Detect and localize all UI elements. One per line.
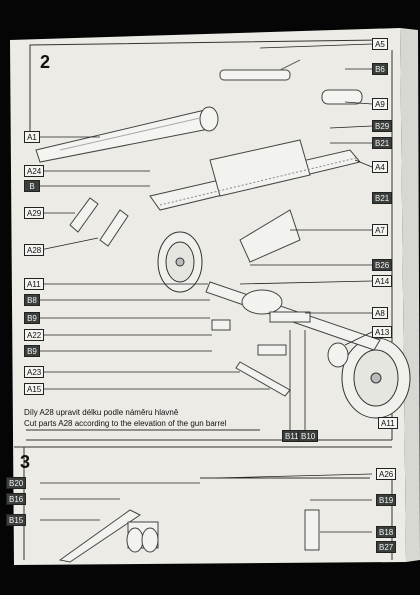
part-label-a24: A24 xyxy=(24,165,45,177)
part-label-b26: B26 xyxy=(372,259,393,271)
leader-lines xyxy=(39,43,373,432)
part-label-a22: A22 xyxy=(24,329,45,341)
part-label-b29: B29 xyxy=(372,120,393,132)
part-label-b6: B6 xyxy=(372,63,388,75)
note-english: Cut parts A28 according to the elevation… xyxy=(24,419,227,428)
part-label-a8: A8 xyxy=(372,307,388,319)
part-label-a29: A29 xyxy=(24,207,45,219)
part-label-a5: A5 xyxy=(372,38,388,50)
step3-leader-lines xyxy=(40,473,373,533)
step3-parts-drawing xyxy=(58,509,320,563)
part-label-a28: A28 xyxy=(24,244,45,256)
part-label-a23: A23 xyxy=(24,366,45,378)
part-label-a14: A14 xyxy=(372,275,393,287)
part-label-b8: B8 xyxy=(24,294,40,306)
part-label-b18: B18 xyxy=(376,526,397,538)
part-label-b27: B27 xyxy=(376,541,397,553)
left-wheel-drawing xyxy=(157,231,203,293)
part-label-b9-top: B9 xyxy=(24,312,40,324)
part-label-b21-top: B21 xyxy=(372,137,393,149)
step-number-2: 2 xyxy=(40,52,51,72)
step-number-3: 3 xyxy=(20,452,31,472)
note-czech: Díly A28 upravit délku podle náměru hlav… xyxy=(24,408,179,417)
part-label-a13: A13 xyxy=(372,326,393,338)
part-label-b9-bottom: B9 xyxy=(24,345,40,357)
part-label-b19: B19 xyxy=(376,494,397,506)
part-label-a11-right: A11 xyxy=(378,417,398,429)
part-label-a9: A9 xyxy=(372,98,388,110)
top-small-parts-drawing xyxy=(219,59,363,105)
carriage-drawing xyxy=(149,139,361,263)
part-label-a26: A26 xyxy=(376,468,397,480)
right-wheel-drawing xyxy=(341,337,411,419)
part-label-a11-left: A11 xyxy=(24,278,44,290)
part-label-b21-mid: B21 xyxy=(372,192,393,204)
trail-legs-drawing xyxy=(69,197,129,247)
part-label-a4: A4 xyxy=(372,161,388,173)
part-label-a15: A15 xyxy=(24,383,45,395)
part-label-b: B xyxy=(24,180,40,192)
part-label-a7: A7 xyxy=(372,224,388,236)
part-label-b10: B10 xyxy=(298,430,319,442)
part-label-b20: B20 xyxy=(6,477,27,489)
part-label-b16: B16 xyxy=(6,493,27,505)
axle-drawing xyxy=(205,281,381,397)
part-label-b15: B15 xyxy=(6,514,27,526)
gun-barrel-drawing xyxy=(35,106,219,163)
part-label-a1: A1 xyxy=(24,131,40,143)
